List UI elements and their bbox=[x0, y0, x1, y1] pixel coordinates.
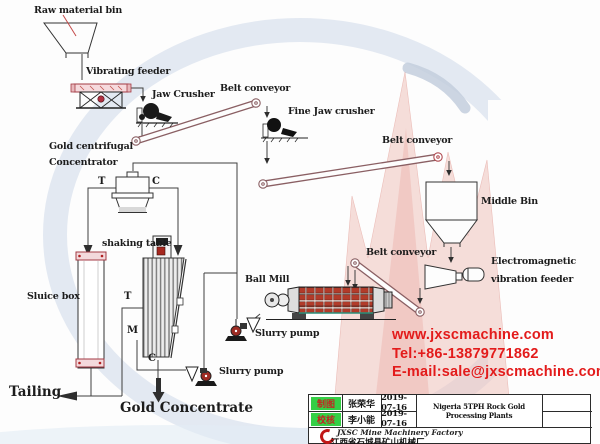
title-block-border bbox=[309, 411, 416, 412]
flow-lines bbox=[77, 54, 452, 397]
middle-bin-drawing bbox=[424, 181, 478, 247]
marker-table-tailing: T bbox=[124, 291, 132, 302]
telephone-text: Tel:+86-13879771862 bbox=[392, 345, 539, 362]
contact-block: www.jxscmachine.com Tel:+86-13879771862 … bbox=[392, 326, 600, 382]
marker-concentrator-concentrate: C bbox=[152, 176, 160, 187]
vibrating-feeder-drawing bbox=[70, 83, 132, 109]
label-sluice-box: Sluice box bbox=[27, 291, 80, 302]
tailing-arrow bbox=[57, 391, 77, 401]
company-name-en: JXSC Mine Machinery Factory bbox=[337, 428, 463, 437]
raw-material-bin-drawing bbox=[43, 14, 98, 58]
drafted-name-cell: 张荣华 bbox=[347, 399, 375, 410]
slurry-pump-2-drawing bbox=[185, 366, 217, 386]
label-em-feeder-line1: Electromagnetic bbox=[491, 256, 576, 267]
email-text: E-mail:sale@jxscmachine.com bbox=[392, 364, 600, 380]
belt-conveyor-1-drawing bbox=[131, 98, 261, 146]
label-ball-mill: Ball Mill bbox=[245, 274, 290, 285]
gold-concentrate-arrow bbox=[152, 378, 165, 403]
label-em-feeder-line2: vibration feeder bbox=[491, 274, 574, 285]
label-jaw-crusher: Jaw Crusher bbox=[152, 89, 215, 100]
slurry-pump-1-drawing bbox=[225, 317, 261, 341]
shaking-table-drawing bbox=[142, 235, 187, 359]
title-block-border bbox=[309, 427, 592, 428]
centrifugal-concentrator-drawing bbox=[111, 171, 154, 213]
drafted-date-cell: 2019-07-16 bbox=[381, 393, 407, 413]
checked-date-cell: 2019-07-16 bbox=[381, 409, 407, 429]
label-belt-conveyor-3: Belt conveyor bbox=[366, 247, 437, 258]
label-gold-concentrate: Gold Concentrate bbox=[120, 400, 253, 416]
label-raw-material-bin: Raw material bin bbox=[34, 5, 123, 16]
drafted-role-cell: 制图 bbox=[311, 397, 341, 410]
title-block-border bbox=[416, 395, 417, 427]
label-slurry-pump-1: Slurry pump bbox=[255, 328, 320, 339]
label-middle-bin: Middle Bin bbox=[481, 196, 538, 207]
jaw-crusher-drawing bbox=[136, 103, 178, 128]
fine-jaw-crusher-drawing bbox=[261, 118, 308, 143]
ball-mill-drawing bbox=[264, 286, 396, 320]
watermark-logo bbox=[0, 18, 600, 444]
checked-role-cell: 校核 bbox=[311, 413, 341, 426]
website-text: www.jxscmachine.com bbox=[392, 327, 555, 343]
label-centrifugal-line1: Gold centrifugal bbox=[49, 141, 133, 152]
label-slurry-pump-2: Slurry pump bbox=[219, 366, 284, 377]
project-title-cell: Nigeria 5TPH Rock Gold Processing Plants bbox=[433, 402, 525, 420]
label-belt-conveyor-1: Belt conveyor bbox=[220, 83, 291, 94]
belt-conveyor-3-drawing bbox=[350, 258, 425, 317]
marker-table-concentrate: C bbox=[148, 353, 156, 364]
label-fine-jaw-crusher: Fine Jaw crusher bbox=[288, 106, 375, 117]
company-name-cn: 江西省石城县矿山机械厂 bbox=[331, 438, 425, 444]
label-tailing: Tailing bbox=[9, 384, 62, 400]
label-centrifugal-line2: Concentrator bbox=[49, 157, 118, 168]
label-belt-conveyor-2: Belt conveyor bbox=[382, 135, 453, 146]
title-block-border bbox=[542, 411, 592, 412]
belt-conveyor-2-drawing bbox=[258, 152, 443, 189]
title-block: 制图 校核 张荣华 李小能 2019-07-16 2019-07-16 Nige… bbox=[308, 393, 592, 444]
label-shaking-table: shaking table bbox=[102, 238, 172, 249]
checked-name-cell: 李小能 bbox=[347, 415, 375, 426]
electromagnetic-feeder-drawing bbox=[424, 264, 485, 290]
marker-table-middling: M bbox=[127, 325, 139, 336]
marker-concentrator-tailing: T bbox=[98, 176, 106, 187]
label-vibrating-feeder: Vibrating feeder bbox=[86, 66, 171, 77]
sluice-box-drawing bbox=[75, 251, 107, 369]
